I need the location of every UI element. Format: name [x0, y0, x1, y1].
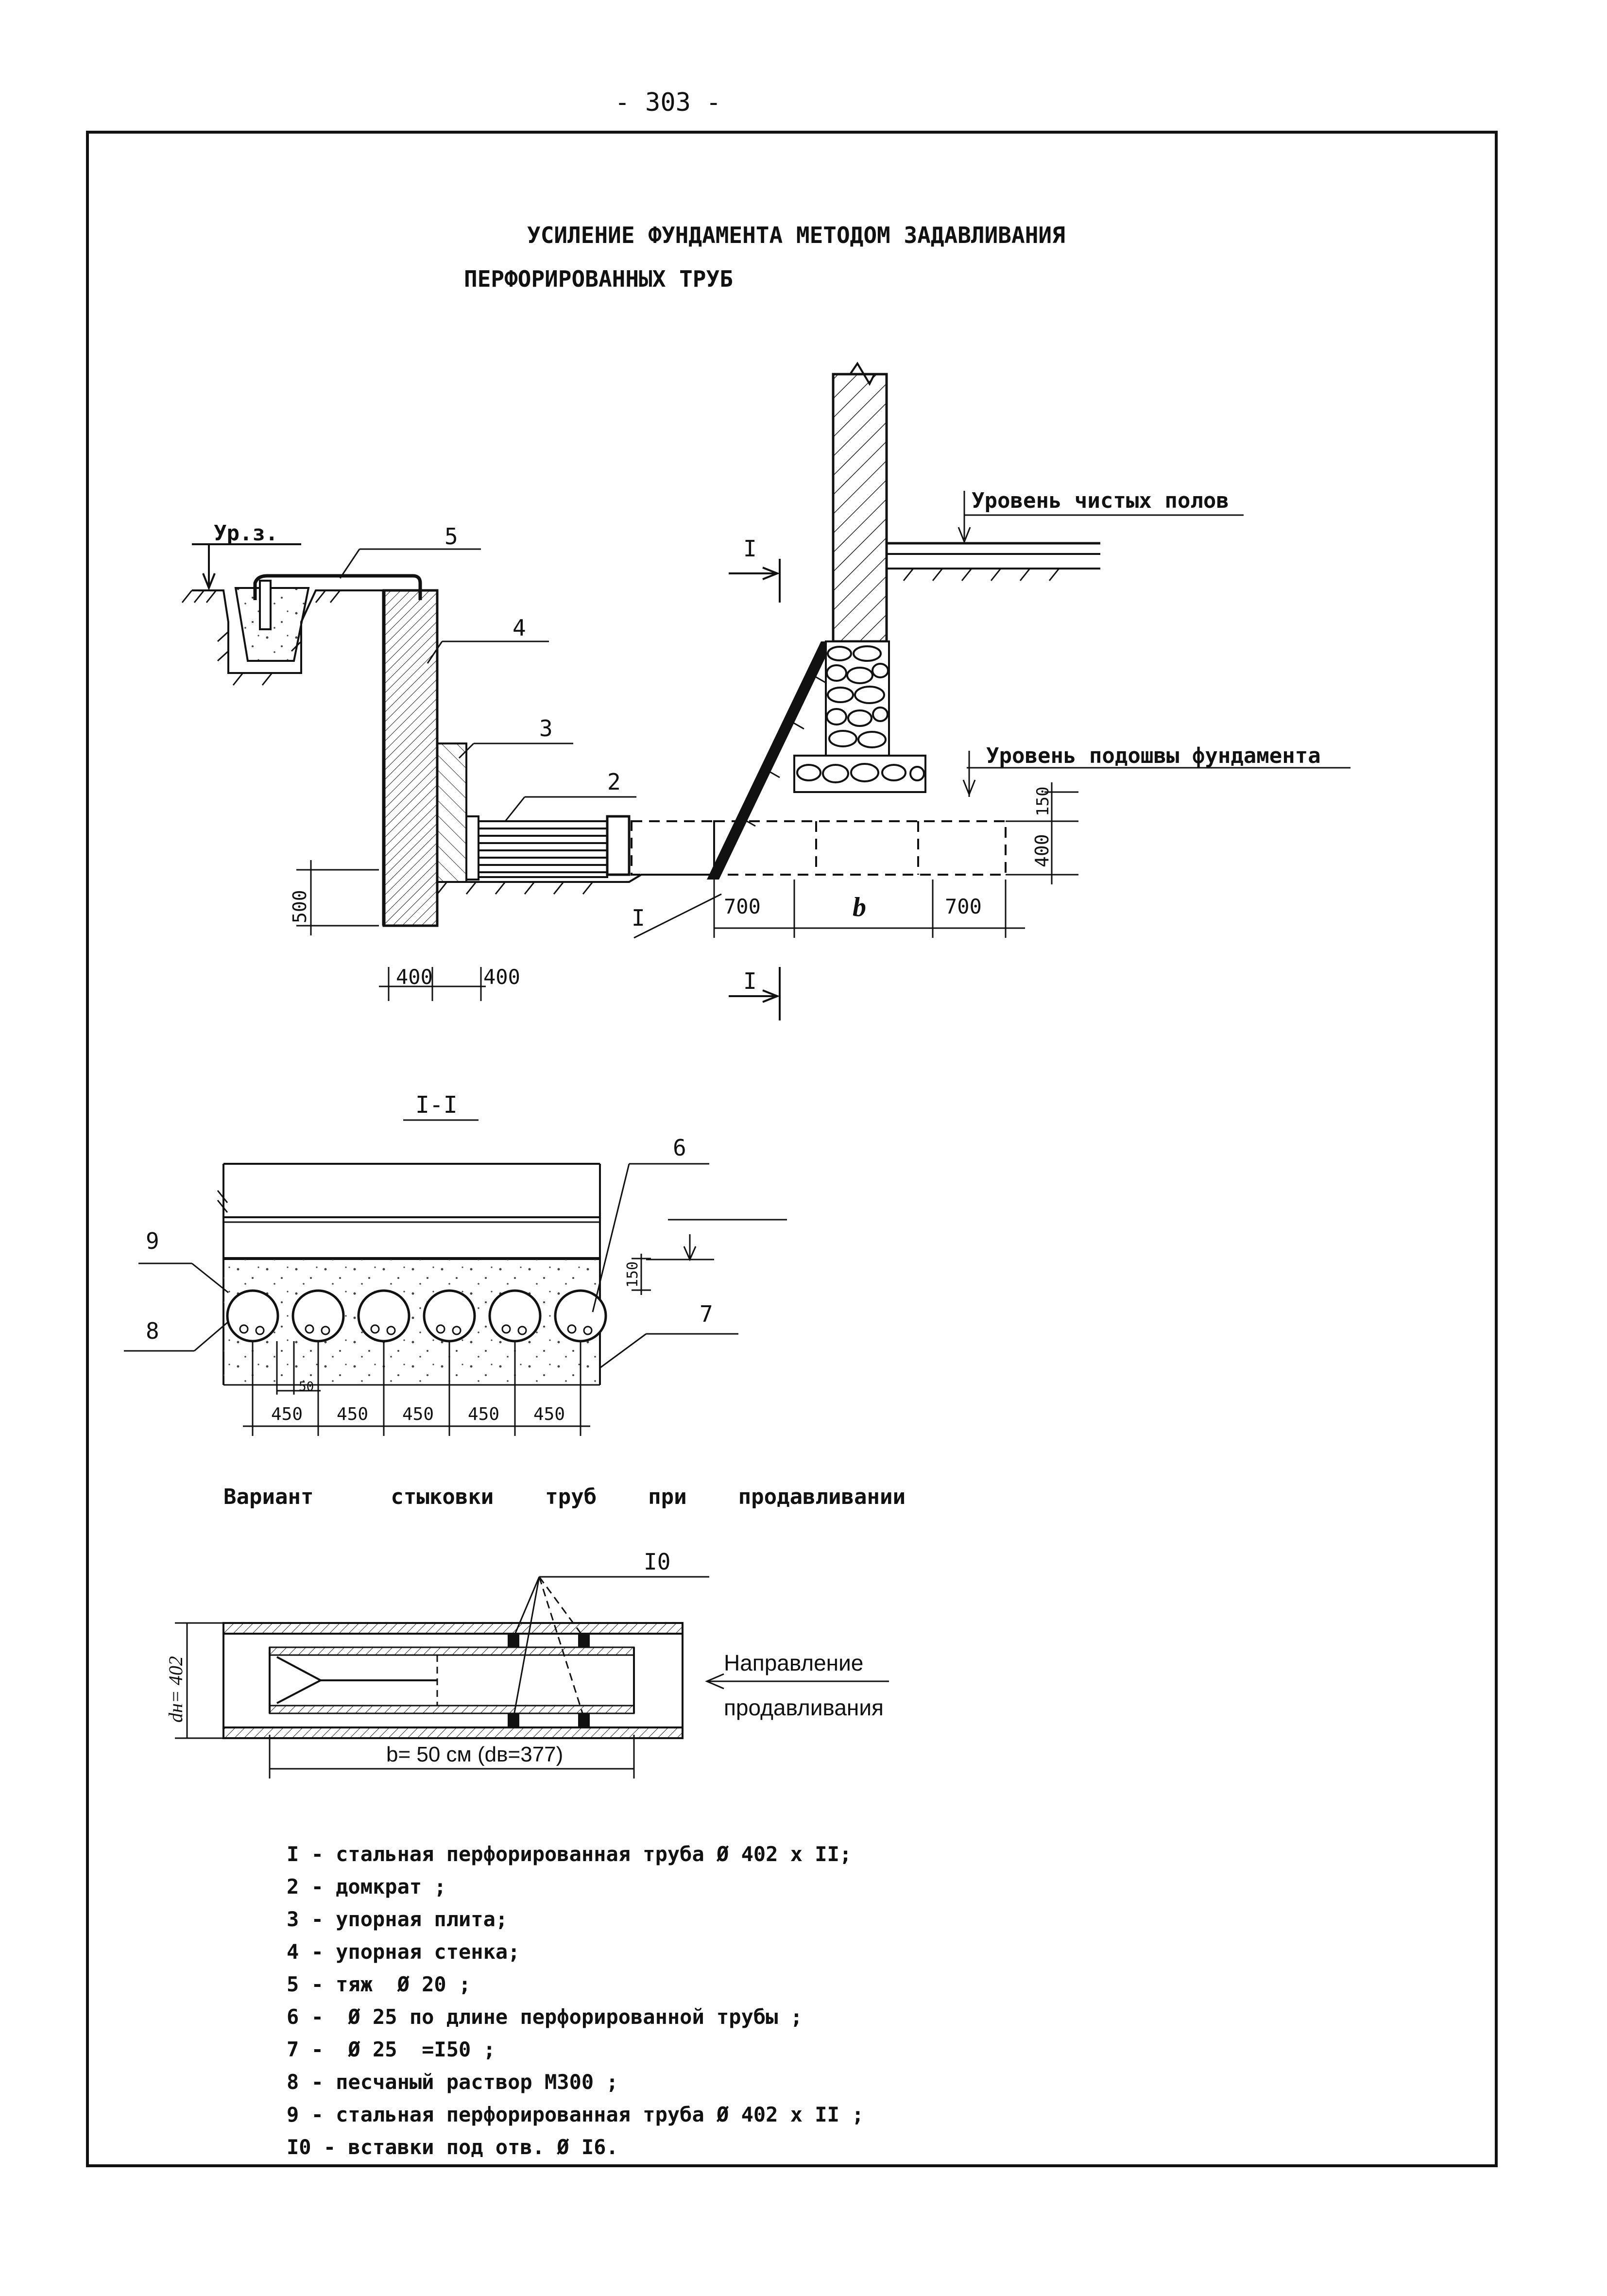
legend-item-2: 2 - домкрат ;	[287, 1875, 446, 1899]
section-dim-50: 50	[299, 1380, 314, 1394]
title-line-2: ПЕРФОРИРОВАННЫХ ТРУБ	[464, 266, 733, 292]
legend-item-10: I0 - вставки под отв. Ø I6.	[287, 2135, 618, 2159]
dim-700-left: 700	[724, 895, 761, 918]
sand-mortar-zone	[223, 1260, 600, 1385]
legend-item-9: 9 - стальная перфорированная труба Ø 402…	[287, 2103, 864, 2126]
section-callout-6: 6	[673, 1135, 686, 1161]
tie-rod	[253, 574, 422, 600]
ground-hatch	[181, 590, 341, 686]
support-wall	[382, 589, 439, 927]
inserts	[508, 1634, 590, 1727]
building-wall	[832, 373, 888, 643]
dim-400-b: 400	[483, 965, 520, 989]
section-spacing-dims	[243, 1341, 590, 1436]
section-title: I-I	[415, 1091, 458, 1119]
dim-150-right: 150	[1033, 787, 1053, 816]
trench-slope	[707, 641, 833, 880]
spacing-4: 450	[468, 1404, 499, 1424]
section-callout-9: 9	[146, 1228, 159, 1254]
direction-label-1: Направление	[724, 1650, 863, 1675]
floor-level-label: Уровень чистых полов	[972, 488, 1229, 513]
length-label: b= 50 см (dв=377)	[386, 1743, 563, 1766]
dim-400-right: 400	[1031, 834, 1053, 867]
dn-label: dн= 402	[165, 1656, 187, 1723]
callout-5: 5	[444, 523, 458, 550]
section-marker-top: I	[729, 535, 781, 603]
page-number: - 303 -	[615, 88, 721, 117]
legend-item-1: I - стальная перфорированная труба Ø 402…	[287, 1842, 852, 1866]
bottom-dims	[713, 880, 1025, 938]
left-dims	[296, 860, 486, 1001]
support-plate	[436, 742, 467, 883]
direction-label-2: продавливания	[724, 1695, 884, 1720]
inner-pipe	[269, 1646, 635, 1714]
callout-1: I	[632, 905, 645, 931]
callout-2: 2	[607, 769, 621, 795]
anchor-post	[259, 580, 272, 630]
section-marker-bottom: I	[729, 967, 781, 1020]
floor-level-marker: Уровень чистых полов	[957, 488, 1244, 544]
spacing-5: 450	[533, 1404, 565, 1424]
callout-4: 4	[513, 615, 526, 641]
spacing-2: 450	[337, 1404, 368, 1424]
dim-400-a: 400	[396, 965, 433, 989]
page-frame	[86, 131, 1498, 2167]
floor-slab	[887, 542, 1100, 581]
section-mark-top: I	[743, 535, 757, 562]
spacing-3: 450	[402, 1404, 434, 1424]
stone-foundation	[793, 640, 926, 793]
spacing-1: 450	[271, 1404, 303, 1424]
ground-level-label: Ур.з.	[214, 521, 278, 546]
right-dims	[1006, 782, 1078, 884]
pipe-joint-variant: Вариант стыковки труб при продавливании	[165, 1485, 906, 1778]
legend-item-6: 6 - Ø 25 по длине перфорированной трубы …	[287, 2005, 803, 2029]
pipe-dashed	[631, 820, 1007, 876]
jack	[465, 815, 631, 880]
dim-b: b	[853, 892, 866, 922]
legend-item-5: 5 - тяж Ø 20 ;	[287, 1972, 471, 1996]
legend-item-7: 7 - Ø 25 =I50 ;	[287, 2037, 496, 2061]
dim-700-right: 700	[945, 895, 982, 918]
legend: I - стальная перфорированная труба Ø 402…	[287, 1842, 864, 2159]
title-line-1: УСИЛЕНИЕ ФУНДАМЕНТА МЕТОДОМ ЗАДАВЛИВАНИЯ	[527, 222, 1065, 248]
ground-surface	[192, 589, 384, 674]
variant-caption: Вариант стыковки труб при продавливании	[223, 1485, 906, 1509]
dim-500: 500	[289, 890, 310, 923]
footing-level-marker: Уровень подошвы фундамента	[962, 743, 1351, 797]
main-drawing: Ур.з.	[181, 362, 1351, 1020]
section-view: I-I	[124, 1091, 787, 1436]
section-dim-150: 150	[624, 1261, 641, 1288]
insert-leaders	[513, 1576, 709, 1718]
pipe-rebar	[239, 1324, 593, 1335]
section-callout-leaders	[124, 1163, 738, 1369]
outer-pipe	[222, 1622, 684, 1739]
callout-10: I0	[644, 1549, 670, 1575]
callout-3: 3	[539, 715, 553, 742]
anchor-block	[234, 587, 310, 662]
legend-item-8: 8 - песчаный раствор М300 ;	[287, 2070, 618, 2094]
section-mark-bottom: I	[743, 968, 757, 994]
footing-level-label: Уровень подошвы фундамента	[986, 743, 1321, 768]
ground-level-marker: Ур.з.	[192, 521, 301, 591]
legend-item-4: 4 - упорная стенка;	[287, 1940, 520, 1964]
section-callout-8: 8	[146, 1318, 159, 1344]
section-callout-7: 7	[700, 1301, 713, 1327]
callout-leaders	[339, 548, 722, 939]
legend-item-3: 3 - упорная плита;	[287, 1907, 508, 1931]
